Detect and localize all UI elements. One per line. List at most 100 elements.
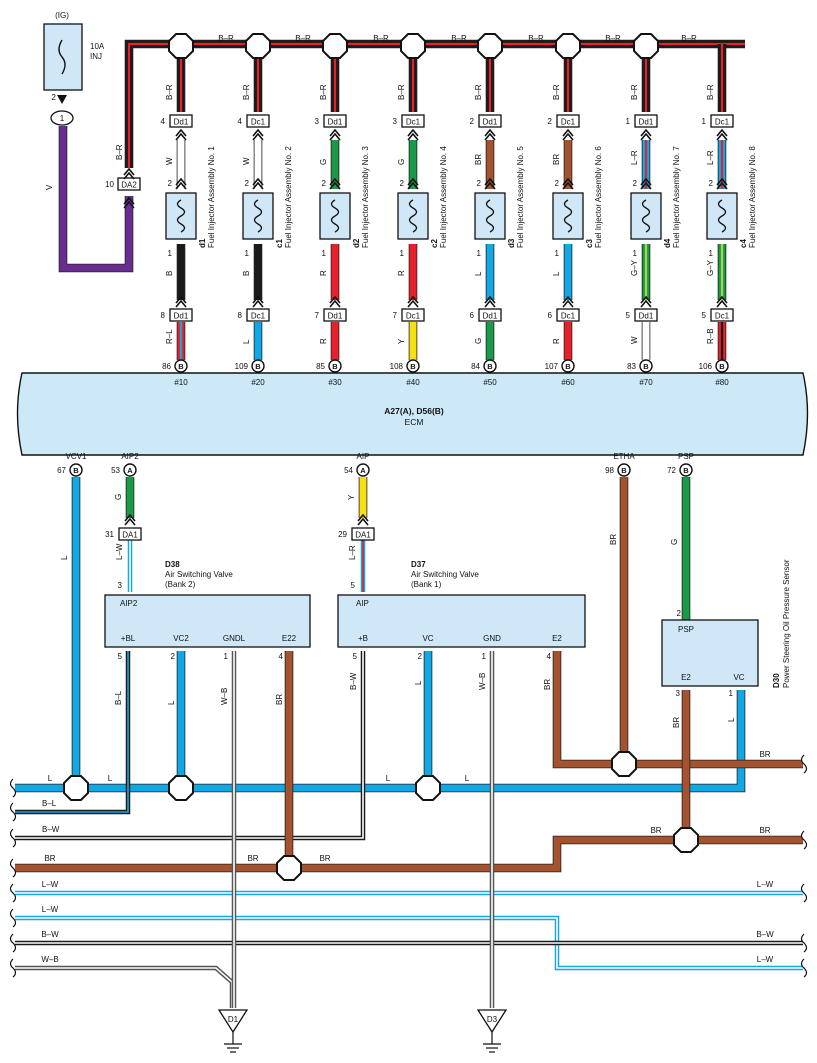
terminal-chevron xyxy=(716,299,728,308)
coil-pin-top: 2 xyxy=(709,179,714,188)
coil-pin-bot: 1 xyxy=(709,249,714,258)
injector-id: d2 xyxy=(352,238,361,248)
psp-pin-e2: 3 xyxy=(676,689,681,698)
asv1-terminal: +B xyxy=(358,634,368,643)
connector-label: Dd1 xyxy=(328,118,343,127)
ecm-terminal-name: #40 xyxy=(406,378,420,387)
psp-id: D30 xyxy=(772,673,781,688)
ecm-pin-number: 83 xyxy=(627,362,636,371)
coil-pin-top: 2 xyxy=(168,179,173,188)
wire-core xyxy=(15,690,745,792)
ecm-wire-label: R–B xyxy=(706,328,715,344)
ecm-pin-number: 109 xyxy=(235,362,249,371)
asv2-e22-label: BR xyxy=(275,694,284,705)
psp-terminal-e2: E2 xyxy=(681,673,691,682)
injector-top-connector xyxy=(169,114,193,128)
supply-connector xyxy=(117,177,141,191)
aip-wire-label: Y xyxy=(347,494,356,500)
terminal-chevron xyxy=(407,132,419,141)
top-wire-label: L–R xyxy=(706,150,715,165)
bus-label: L–W xyxy=(757,880,774,889)
connector-label: Dc1 xyxy=(406,118,421,127)
injector-top-connector xyxy=(478,114,502,128)
bus-label: B–W xyxy=(41,930,59,939)
terminal-chevron xyxy=(252,181,264,190)
harness-break-mark xyxy=(9,883,17,903)
ecm-pin-#40 xyxy=(406,359,420,373)
ecm-bottom-pin xyxy=(356,463,370,477)
ecm-wire-label: R–L xyxy=(165,329,174,344)
splice-l-1 xyxy=(63,775,89,801)
terminal-chevron xyxy=(484,181,496,190)
asv1-pin-in: 5 xyxy=(351,581,356,590)
psp-sensor-body xyxy=(661,619,759,687)
vcv1-wire-label: L xyxy=(60,555,69,560)
asv1-wire-label: L–R xyxy=(348,545,357,560)
supply-wire-v xyxy=(58,126,134,273)
asv1-terminal: VC xyxy=(422,634,433,643)
joint-label: 1 xyxy=(60,114,65,123)
splice-br-e22 xyxy=(276,855,302,881)
wire-stripe xyxy=(127,42,745,168)
injector-top-connector xyxy=(634,114,658,128)
coil-icon xyxy=(563,199,573,233)
component-layer xyxy=(9,23,809,1053)
connector-label: Dc1 xyxy=(251,118,266,127)
coil-icon xyxy=(717,199,727,233)
connector-label: Dc1 xyxy=(406,312,421,321)
harness-break-mark xyxy=(800,830,808,850)
wire-core xyxy=(553,651,803,768)
terminal-chevron xyxy=(124,517,136,526)
injector-bottom-pin: 7 xyxy=(315,311,320,320)
asv1-connector-pin: 29 xyxy=(338,530,347,539)
connector-label: Dd1 xyxy=(483,312,498,321)
terminal-chevron xyxy=(407,299,419,308)
terminal-chevron xyxy=(484,177,496,186)
asv1-id: D37 xyxy=(411,560,426,569)
fuse-rating: 10A xyxy=(90,42,105,51)
injector-bottom-connector xyxy=(401,308,425,322)
terminal-chevron xyxy=(716,295,728,304)
injector-name: Fuel Injector Assembly No. 3 xyxy=(361,146,370,248)
injector-top-pin: 3 xyxy=(393,117,398,126)
connector-label: Dc1 xyxy=(561,312,576,321)
connector-label: DA1 xyxy=(122,531,138,540)
ecm-pin-number: 108 xyxy=(390,362,404,371)
ecm-pin-number: 106 xyxy=(699,362,713,371)
fuse-icon xyxy=(58,39,66,75)
splice-br-etha xyxy=(611,751,637,777)
injector-name: Fuel Injector Assembly No. 7 xyxy=(672,146,681,248)
injector-name: Fuel Injector Assembly No. 1 xyxy=(207,146,216,248)
injector-bottom-pin: 5 xyxy=(626,311,631,320)
terminal-chevron xyxy=(562,299,574,308)
wire-core xyxy=(125,40,745,168)
terminal-chevron xyxy=(640,177,652,186)
asv2-pin-in: 3 xyxy=(118,581,123,590)
psp-terminal-vc: VC xyxy=(733,673,744,682)
injector-name: Fuel Injector Assembly No. 8 xyxy=(748,146,757,248)
injector-top-pin: 1 xyxy=(702,117,707,126)
feed-wire-label: B–R xyxy=(630,84,639,100)
wire-core xyxy=(15,967,233,1008)
injector-bottom-connector xyxy=(323,308,347,322)
harness-break-mark xyxy=(9,802,17,822)
ground-triangle xyxy=(217,1009,249,1034)
ecm-pin-#70 xyxy=(639,359,653,373)
trunk-wire-label: B–R xyxy=(681,34,697,43)
injector-top-connector xyxy=(323,114,347,128)
ecm-pin-letter: A xyxy=(127,466,133,475)
ecm-terminal-name: #10 xyxy=(174,378,188,387)
asv1-bw-wire xyxy=(15,651,366,841)
harness-break-mark xyxy=(9,858,17,878)
injector-id: c4 xyxy=(739,239,748,248)
terminal-chevron xyxy=(357,517,369,526)
injector-id: c1 xyxy=(275,239,284,248)
asv2-gndl-label: W–B xyxy=(220,688,229,705)
injector-id: c2 xyxy=(430,239,439,248)
bus-label: B–W xyxy=(42,825,60,834)
connector-label: Dc1 xyxy=(715,118,730,127)
asv1-terminal-pin: 2 xyxy=(418,652,423,661)
injector-top-pin: 1 xyxy=(626,117,631,126)
coil-pin-top: 2 xyxy=(400,179,405,188)
terminal-chevron xyxy=(484,295,496,304)
